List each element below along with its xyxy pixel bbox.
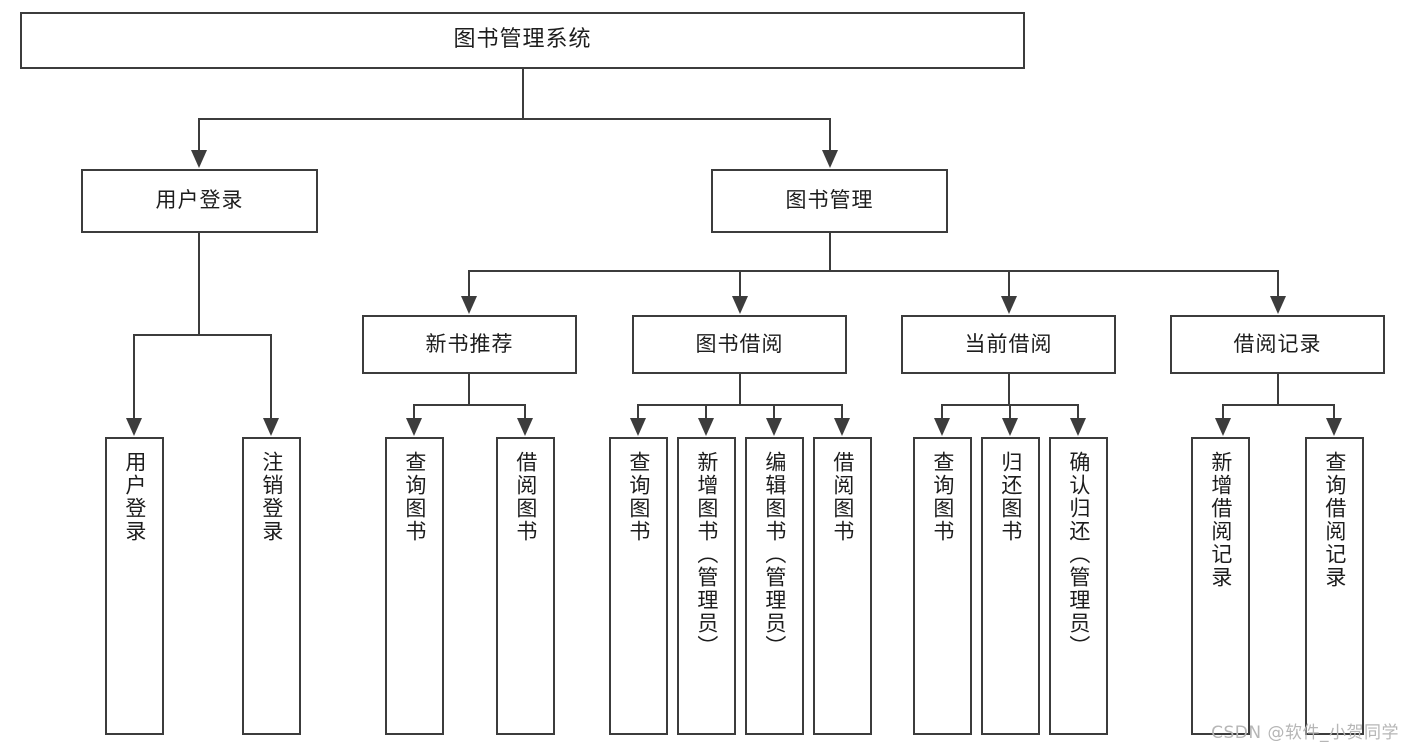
node-new-book-recommend[interactable]: 新书推荐 — [362, 315, 577, 374]
node-book-management[interactable]: 图书管理 — [711, 169, 948, 233]
arrow-new-book-recommend — [461, 296, 477, 314]
arrow-leaf-logout — [263, 418, 279, 436]
arrow-leaf-return-book — [1002, 418, 1018, 436]
arrow-leaf-add-record — [1215, 418, 1231, 436]
connector-root-stem — [522, 69, 524, 119]
connector-drop-leaf-query-book-3 — [941, 404, 943, 419]
connector-level3-bus — [468, 270, 1278, 272]
leaf-logout-login[interactable]: 注销登录 — [242, 437, 301, 735]
leaf-label: 归还图书 — [998, 451, 1023, 543]
leaf-borrow-book-borrow[interactable]: 借阅图书 — [813, 437, 872, 735]
leaf-query-book-borrow[interactable]: 查询图书 — [609, 437, 668, 735]
connector-drop-leaf-logout — [270, 334, 272, 419]
arrow-book-manage — [822, 150, 838, 168]
arrow-current-borrow — [1001, 296, 1017, 314]
connector-drop-user-login — [198, 118, 200, 151]
connector-drop-book-manage — [829, 118, 831, 151]
connector-drop-book-borrow — [739, 270, 741, 298]
connector-drop-leaf-user-login — [133, 334, 135, 419]
leaf-query-borrow-record[interactable]: 查询借阅记录 — [1305, 437, 1364, 735]
arrow-leaf-confirm-return — [1070, 418, 1086, 436]
arrow-leaf-borrow-book-1 — [517, 418, 533, 436]
node-label: 新书推荐 — [425, 331, 514, 356]
connector-drop-leaf-edit-book — [773, 404, 775, 419]
node-label: 借阅记录 — [1233, 331, 1322, 356]
connector-current-borrow-stem — [1008, 374, 1010, 405]
node-current-borrow[interactable]: 当前借阅 — [901, 315, 1116, 374]
leaf-user-login[interactable]: 用户登录 — [105, 437, 164, 735]
arrow-leaf-user-login — [126, 418, 142, 436]
leaf-label: 新增图书（管理员） — [694, 451, 719, 658]
connector-drop-leaf-add-record — [1222, 404, 1224, 419]
leaf-query-book-new-recommend[interactable]: 查询图书 — [385, 437, 444, 735]
connector-book-borrow-stem — [739, 374, 741, 405]
connector-book-manage-stem — [829, 233, 831, 271]
node-root-book-management-system[interactable]: 图书管理系统 — [20, 12, 1025, 69]
connector-drop-leaf-return-book — [1009, 404, 1011, 419]
connector-drop-borrow-record — [1277, 270, 1279, 298]
connector-drop-leaf-query-book-1 — [413, 404, 415, 419]
connector-borrow-record-stem — [1277, 374, 1279, 405]
arrow-leaf-add-book — [698, 418, 714, 436]
connector-drop-leaf-query-record — [1333, 404, 1335, 419]
node-label: 用户登录 — [155, 188, 244, 213]
connector-drop-leaf-borrow-book-2 — [841, 404, 843, 419]
leaf-label: 确认归还（管理员） — [1066, 451, 1091, 658]
connector-level2-bus — [198, 118, 830, 120]
connector-drop-leaf-query-book-2 — [637, 404, 639, 419]
connector-book-borrow-bus — [637, 404, 843, 406]
node-user-login[interactable]: 用户登录 — [81, 169, 318, 233]
node-label: 图书借阅 — [695, 331, 784, 356]
arrow-leaf-query-book-1 — [406, 418, 422, 436]
leaf-query-book-current[interactable]: 查询图书 — [913, 437, 972, 735]
connector-drop-leaf-add-book — [705, 404, 707, 419]
arrow-book-borrow — [732, 296, 748, 314]
connector-drop-current-borrow — [1008, 270, 1010, 298]
leaf-label: 查询图书 — [626, 451, 651, 543]
node-label: 当前借阅 — [964, 331, 1053, 356]
node-label: 图书管理 — [785, 188, 874, 213]
leaf-label: 借阅图书 — [830, 451, 855, 543]
leaf-edit-book-admin[interactable]: 编辑图书（管理员） — [745, 437, 804, 735]
connector-user-login-bus — [133, 334, 270, 336]
arrow-user-login — [191, 150, 207, 168]
leaf-label: 注销登录 — [259, 451, 284, 543]
connector-drop-leaf-confirm-return — [1077, 404, 1079, 419]
leaf-add-book-admin[interactable]: 新增图书（管理员） — [677, 437, 736, 735]
connector-drop-leaf-borrow-book-1 — [524, 404, 526, 419]
leaf-label: 查询图书 — [930, 451, 955, 543]
leaf-label: 用户登录 — [122, 451, 147, 543]
connector-user-login-stem — [198, 233, 200, 335]
leaf-label: 查询图书 — [402, 451, 427, 543]
leaf-label: 查询借阅记录 — [1322, 451, 1347, 589]
node-book-borrow[interactable]: 图书借阅 — [632, 315, 847, 374]
leaf-label: 新增借阅记录 — [1208, 451, 1233, 589]
connector-drop-new-book — [468, 270, 470, 298]
node-borrow-record[interactable]: 借阅记录 — [1170, 315, 1385, 374]
leaf-return-book[interactable]: 归还图书 — [981, 437, 1040, 735]
arrow-borrow-record — [1270, 296, 1286, 314]
arrow-leaf-borrow-book-2 — [834, 418, 850, 436]
arrow-leaf-query-record — [1326, 418, 1342, 436]
leaf-label: 编辑图书（管理员） — [762, 451, 787, 658]
connector-new-book-stem — [468, 374, 470, 405]
leaf-label: 借阅图书 — [513, 451, 538, 543]
arrow-leaf-query-book-3 — [934, 418, 950, 436]
connector-borrow-record-bus — [1222, 404, 1334, 406]
leaf-borrow-book-new-recommend[interactable]: 借阅图书 — [496, 437, 555, 735]
arrow-leaf-query-book-2 — [630, 418, 646, 436]
connector-new-book-bus — [413, 404, 525, 406]
leaf-confirm-return-admin[interactable]: 确认归还（管理员） — [1049, 437, 1108, 735]
csdn-watermark: CSDN @软件_小贺同学 — [1211, 723, 1399, 743]
node-label: 图书管理系统 — [453, 27, 592, 53]
leaf-add-borrow-record[interactable]: 新增借阅记录 — [1191, 437, 1250, 735]
arrow-leaf-edit-book — [766, 418, 782, 436]
